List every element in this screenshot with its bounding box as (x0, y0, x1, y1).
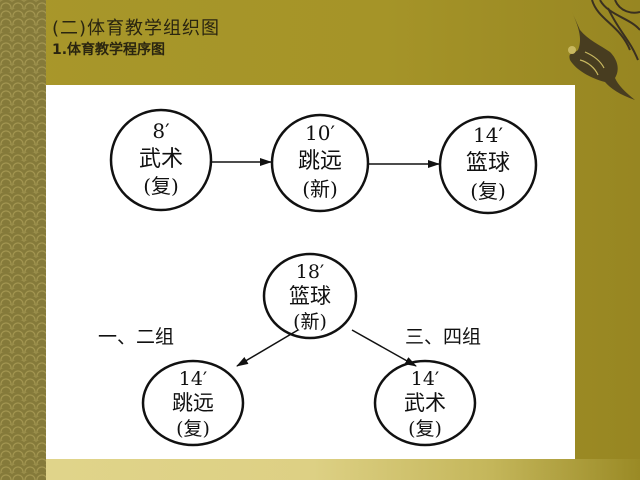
node-time: 8′ (152, 119, 170, 143)
node-time: 18′ (296, 261, 325, 283)
branch-root-node: 18′ 篮球 (新) (262, 252, 358, 340)
node-status: (复) (176, 418, 210, 440)
arrow-root-to-left (236, 329, 299, 367)
bottom-decorative-strip (46, 459, 640, 480)
slide-header: (二)体育教学组织图 1.体育教学程序图 (52, 18, 220, 59)
sequence-node-1: 8′ 武术 (复) (109, 108, 213, 212)
node-status: (复) (143, 174, 179, 198)
node-activity: 篮球 (466, 151, 510, 176)
node-status: (新) (293, 311, 327, 333)
sequence-node-2: 10′ 跳远 (新) (270, 113, 370, 213)
node-status: (复) (408, 418, 442, 440)
arrow-root-to-right (351, 329, 417, 367)
node-time: 10′ (305, 121, 335, 145)
diagram-panel (46, 85, 575, 459)
branch-right-node: 14′ 武术 (复) (373, 359, 477, 447)
node-activity: 武术 (404, 391, 446, 415)
slide-subtitle: 1.体育教学程序图 (52, 42, 166, 58)
node-activity: 跳远 (172, 391, 214, 415)
decorative-pattern-strip (0, 0, 46, 480)
node-activity: 篮球 (289, 284, 331, 308)
phoenix-ornament-icon (568, 0, 640, 100)
branch-left-node: 14′ 跳远 (复) (141, 359, 245, 447)
right-group-label: 三、四组 (405, 326, 481, 348)
node-status: (复) (470, 179, 506, 203)
node-time: 14′ (179, 368, 208, 390)
slide-title: (二)体育教学组织图 (52, 18, 221, 39)
node-activity: 跳远 (298, 149, 342, 174)
node-time: 14′ (473, 123, 503, 147)
sequence-node-3: 14′ 篮球 (复) (438, 115, 538, 215)
node-time: 14′ (411, 368, 440, 390)
left-group-label: 一、二组 (98, 326, 174, 348)
node-status: (新) (302, 177, 338, 201)
node-activity: 武术 (139, 147, 183, 172)
